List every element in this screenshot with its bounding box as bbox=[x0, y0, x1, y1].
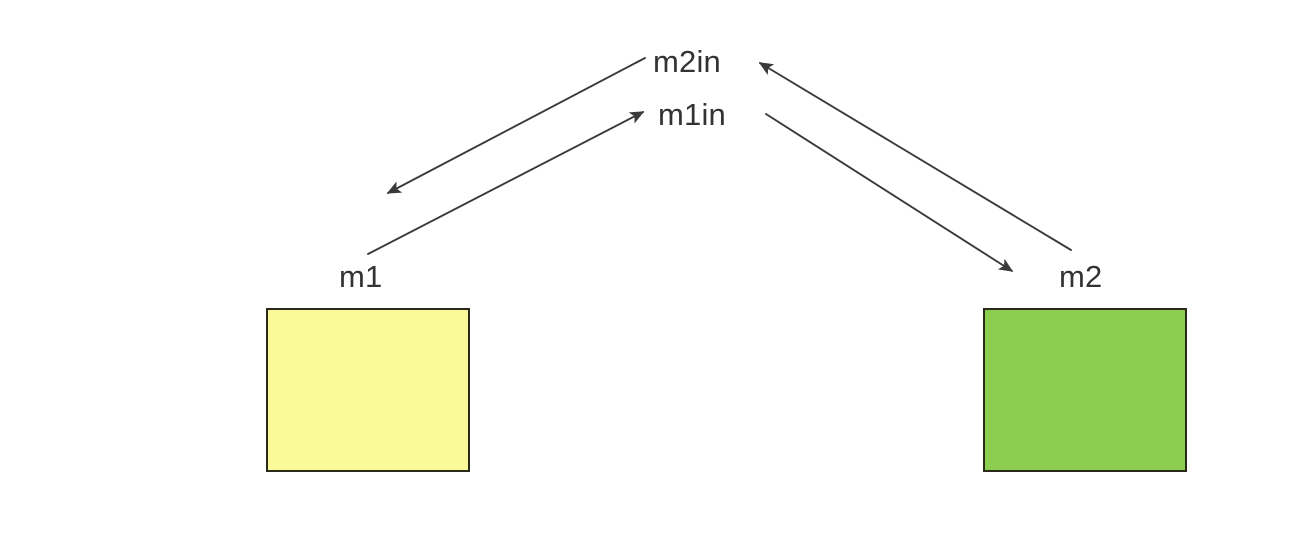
edge-m1-to-m1in bbox=[367, 111, 645, 255]
edge-m2in-to-m1 bbox=[386, 57, 646, 194]
edge-m2-to-m2in bbox=[758, 62, 1072, 251]
port-label-m2in: m2in bbox=[653, 44, 721, 79]
node-label-m1: m1 bbox=[339, 259, 383, 294]
port-label-m1in: m1in bbox=[658, 97, 726, 132]
edge-m1in-to-m2 bbox=[765, 113, 1014, 272]
node-m2-box[interactable] bbox=[983, 308, 1187, 472]
node-label-m2: m2 bbox=[1059, 259, 1103, 294]
node-m1-box[interactable] bbox=[266, 308, 470, 472]
